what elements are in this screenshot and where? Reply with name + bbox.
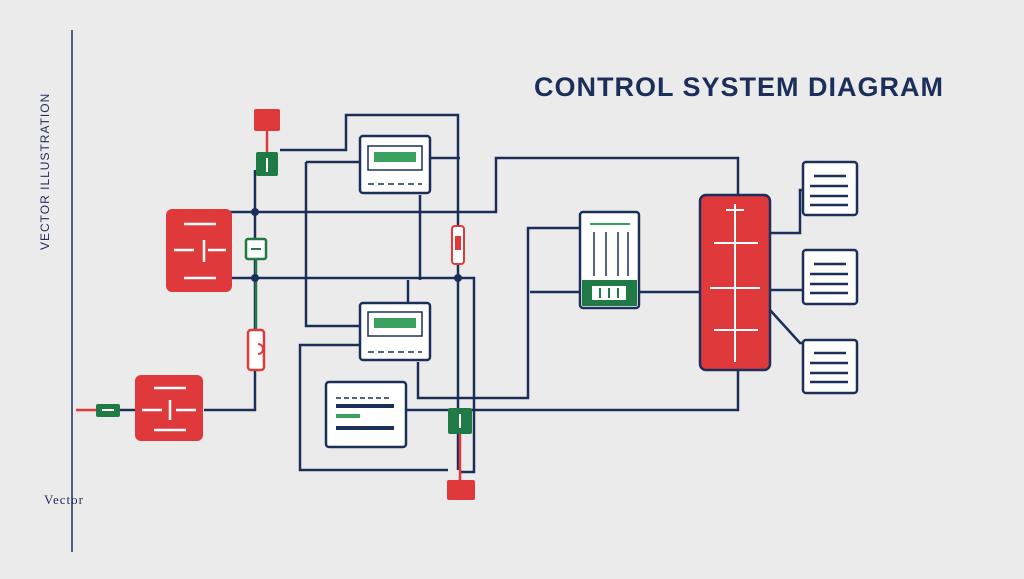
junction-dot [251,208,259,216]
panel-frame [801,248,859,306]
wires [204,113,808,474]
junction-dot [454,274,462,282]
wire-mid-bus [230,276,476,474]
controller-marks [174,222,226,280]
unit-lines [593,232,629,276]
wire-bottom-bus [405,370,740,412]
panel-lines [810,262,848,295]
wire-panel-2 [770,278,808,292]
module-bar [336,404,394,408]
red-wires [76,130,462,482]
wire-top-bus [230,156,740,214]
panel-lines [810,174,848,207]
wire-panel-1 [770,188,806,235]
fuse-element [246,328,266,372]
module-bar [336,414,360,418]
red-square-bottom [447,480,475,500]
module-level-bar [374,152,416,162]
wire-center-link [416,226,582,400]
controller-marks [142,386,196,432]
wire-lower-loop [298,343,448,472]
panel-frame [801,338,859,395]
diagram-title: CONTROL SYSTEM DIAGRAM [534,72,945,102]
panel-lines [810,351,848,384]
red-square-top [254,109,280,131]
fuse-mark [257,343,264,355]
unit-base-ticks [599,288,619,298]
right-panel-2 [801,248,859,306]
module-level-bar [374,318,416,328]
junction-dots [251,208,462,282]
center-fuse-core [455,236,461,250]
panel-frame [801,160,859,217]
junction-dot [251,274,259,282]
right-panel-3 [801,338,859,395]
module-bar [336,426,394,430]
side-label-bottom: Vector [44,492,84,507]
wire-panel-3 [769,309,806,345]
red-controller-upper [166,209,232,292]
controller-marks [710,204,760,362]
right-panel-1 [801,160,859,217]
wire-module2-left [304,162,360,328]
